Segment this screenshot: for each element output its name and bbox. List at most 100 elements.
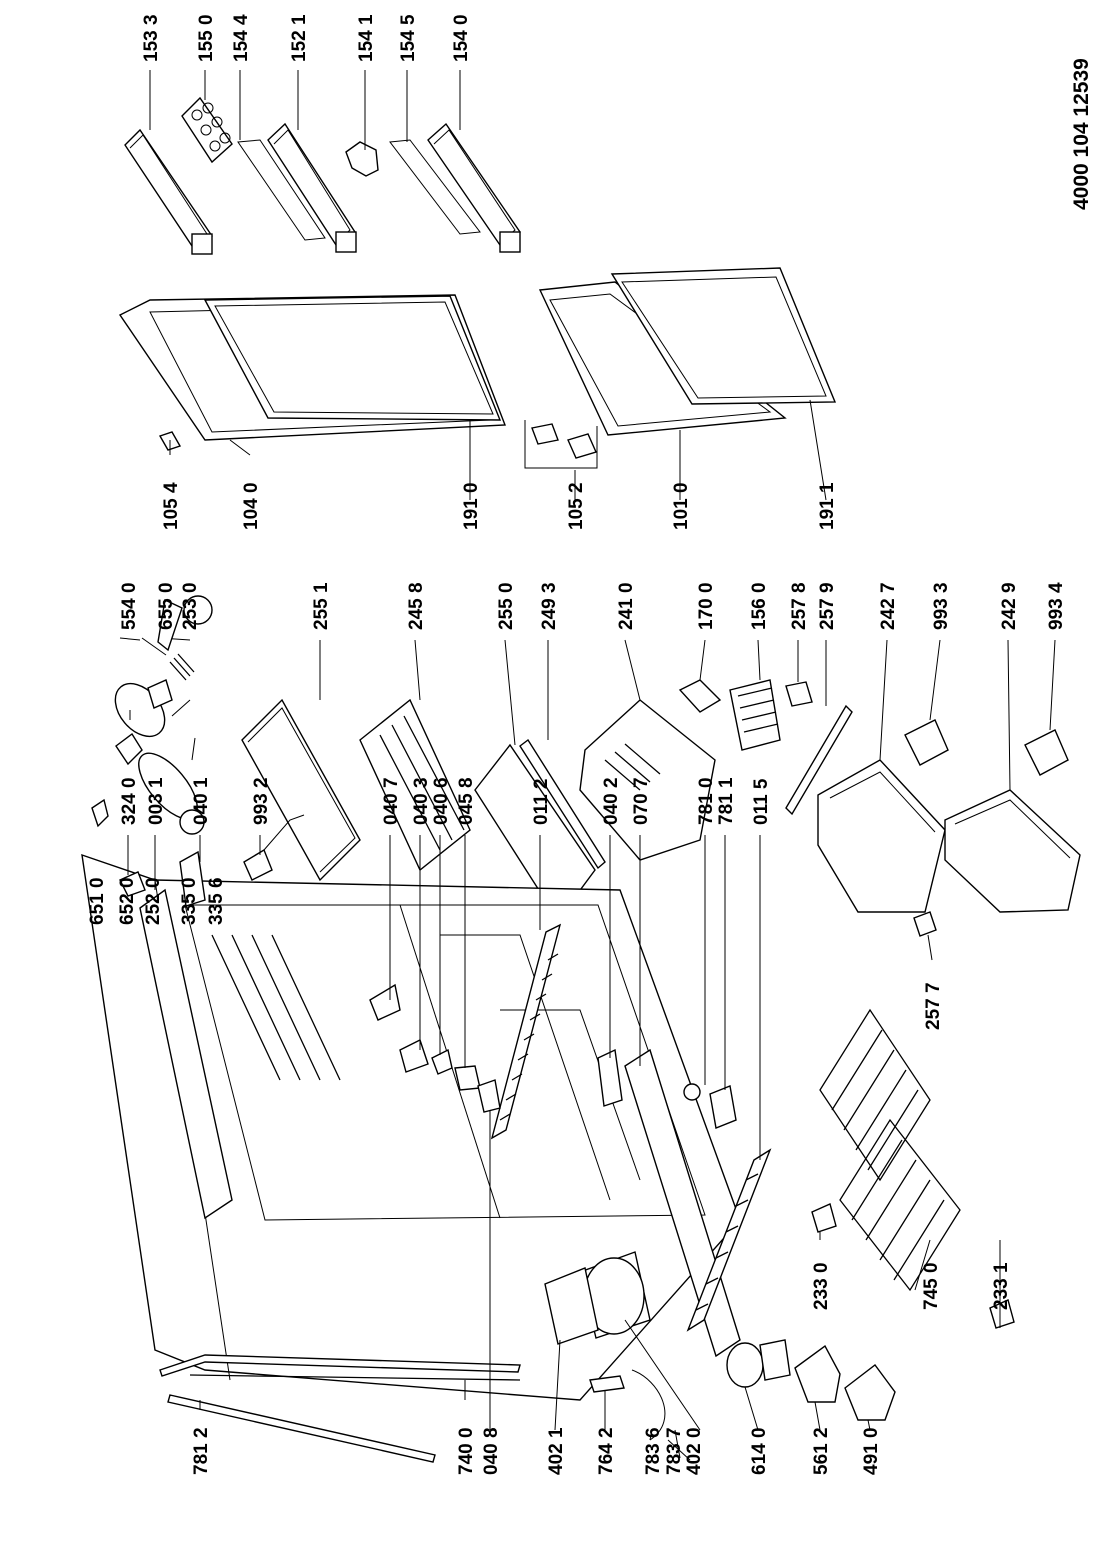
label-1550: 155 0 — [196, 14, 217, 62]
label-2410: 241 0 — [616, 582, 637, 630]
label-0402: 040 2 — [601, 777, 622, 825]
label-0112: 011 2 — [531, 779, 552, 826]
handle-parts-1052 — [524, 420, 598, 469]
door-gasket-1911 — [610, 267, 837, 405]
hinge-0401 — [179, 850, 206, 907]
label-7836: 783 6 — [643, 1427, 664, 1475]
drawer-cover-1700 — [678, 679, 722, 713]
label-0031: 003 1 — [146, 777, 167, 825]
compressor-4020 — [579, 1251, 651, 1339]
label-7400: 740 0 — [456, 1427, 477, 1475]
starter-5612 — [794, 1344, 841, 1403]
label-6550: 655 0 — [156, 582, 177, 630]
label-3240: 324 0 — [119, 777, 140, 825]
label-9933: 993 3 — [931, 582, 952, 630]
label-7642: 764 2 — [596, 1427, 617, 1475]
ice-tray-1560 — [729, 679, 781, 751]
label-0406: 040 6 — [431, 777, 452, 825]
label-2520: 252 0 — [143, 877, 164, 925]
label-6510: 651 0 — [87, 877, 108, 925]
label-1054: 105 4 — [161, 482, 182, 530]
freezer-drawer-2427 — [817, 759, 946, 913]
door-bin-1521 — [267, 122, 357, 253]
door-gasket-1910 — [203, 295, 502, 421]
label-4020: 402 0 — [684, 1427, 705, 1475]
label-1521: 152 1 — [289, 14, 310, 62]
thermostat-assembly — [91, 595, 213, 835]
shelf-trim-2493 — [519, 738, 606, 870]
label-2493: 249 3 — [539, 582, 560, 630]
drawer-flap-9933 — [904, 719, 949, 766]
drain-tube-7812 — [167, 1394, 436, 1463]
vent-grille-0112 — [490, 923, 562, 1140]
label-2427: 242 7 — [878, 582, 899, 630]
label-2331: 233 1 — [991, 1262, 1012, 1310]
label-9934: 993 4 — [1046, 582, 1067, 630]
drawer-rail-2579 — [785, 704, 853, 816]
document-number: 4000 104 12539 — [1070, 58, 1093, 210]
door-bin-1533 — [124, 128, 213, 255]
label-7811: 781 1 — [716, 777, 737, 825]
label-1560: 156 0 — [749, 582, 770, 630]
cover-4910 — [844, 1364, 896, 1421]
wire-shelves-7450 — [819, 1008, 961, 1292]
leader-lines — [119, 70, 1056, 1459]
label-0403: 040 3 — [411, 777, 432, 825]
label-9932: 993 2 — [251, 777, 272, 825]
condenser-coil-7400 — [159, 1354, 521, 1381]
label-1040: 104 0 — [241, 482, 262, 530]
label-2530: 253 0 — [180, 582, 201, 630]
clip-2331 — [989, 1299, 1015, 1329]
relay-6140 — [726, 1339, 791, 1388]
label-7450: 745 0 — [921, 1262, 942, 1310]
label-1910: 191 0 — [461, 482, 482, 530]
condenser-4021 — [544, 1267, 599, 1345]
label-0115: 011 5 — [751, 778, 772, 825]
fan-part-0408 — [477, 1079, 501, 1113]
glass-shelf-2551 — [241, 698, 361, 882]
label-6520: 652 0 — [117, 877, 138, 925]
hinge-0402 — [597, 1048, 623, 1107]
vent-grille-0115 — [686, 1148, 772, 1332]
door-bin-1540 — [427, 122, 521, 253]
label-2429: 242 9 — [999, 582, 1020, 630]
label-2577: 257 7 — [923, 982, 944, 1030]
label-4021: 402 1 — [546, 1427, 567, 1475]
label-1533: 153 3 — [141, 14, 162, 62]
freezer-drawer-2429 — [944, 789, 1081, 913]
label-1700: 170 0 — [696, 582, 717, 630]
glass-shelf-2550 — [474, 743, 596, 922]
label-2458: 245 8 — [406, 582, 427, 630]
label-7837: 783 7 — [664, 1427, 685, 1475]
label-0407: 040 7 — [381, 777, 402, 825]
bin-rail-1545 — [389, 139, 481, 235]
label-1911: 191 1 — [817, 482, 838, 530]
label-5612: 561 2 — [811, 1427, 832, 1475]
clip-2330 — [811, 1203, 837, 1233]
label-2578: 257 8 — [789, 582, 810, 630]
drawer-part-2578 — [785, 681, 813, 707]
top-cover-0031 — [139, 888, 233, 1220]
label-5540: 554 0 — [119, 582, 140, 630]
hinge-parts-middle — [369, 983, 481, 1091]
label-3350: 335 0 — [179, 877, 200, 925]
label-2551: 255 1 — [311, 582, 332, 630]
label-0401: 040 1 — [191, 777, 212, 825]
label-1545: 154 5 — [398, 14, 419, 62]
filter-7642 — [589, 1375, 625, 1393]
top-part-3240 — [119, 871, 146, 897]
label-1010: 101 0 — [671, 482, 692, 530]
drawer-flap-9934 — [1024, 729, 1069, 776]
bin-rail-1544 — [237, 139, 326, 241]
parts-7810-7811 — [683, 1083, 737, 1129]
label-2579: 257 9 — [817, 582, 838, 630]
label-1541: 154 1 — [356, 14, 377, 62]
label-3356: 335 6 — [206, 877, 227, 925]
label-1052: 105 2 — [566, 482, 587, 530]
label-4910: 491 0 — [861, 1427, 882, 1475]
label-2550: 255 0 — [496, 582, 517, 630]
label-6140: 614 0 — [749, 1427, 770, 1475]
wire-shelf-2458 — [359, 698, 471, 872]
label-0408: 040 8 — [481, 1427, 502, 1475]
